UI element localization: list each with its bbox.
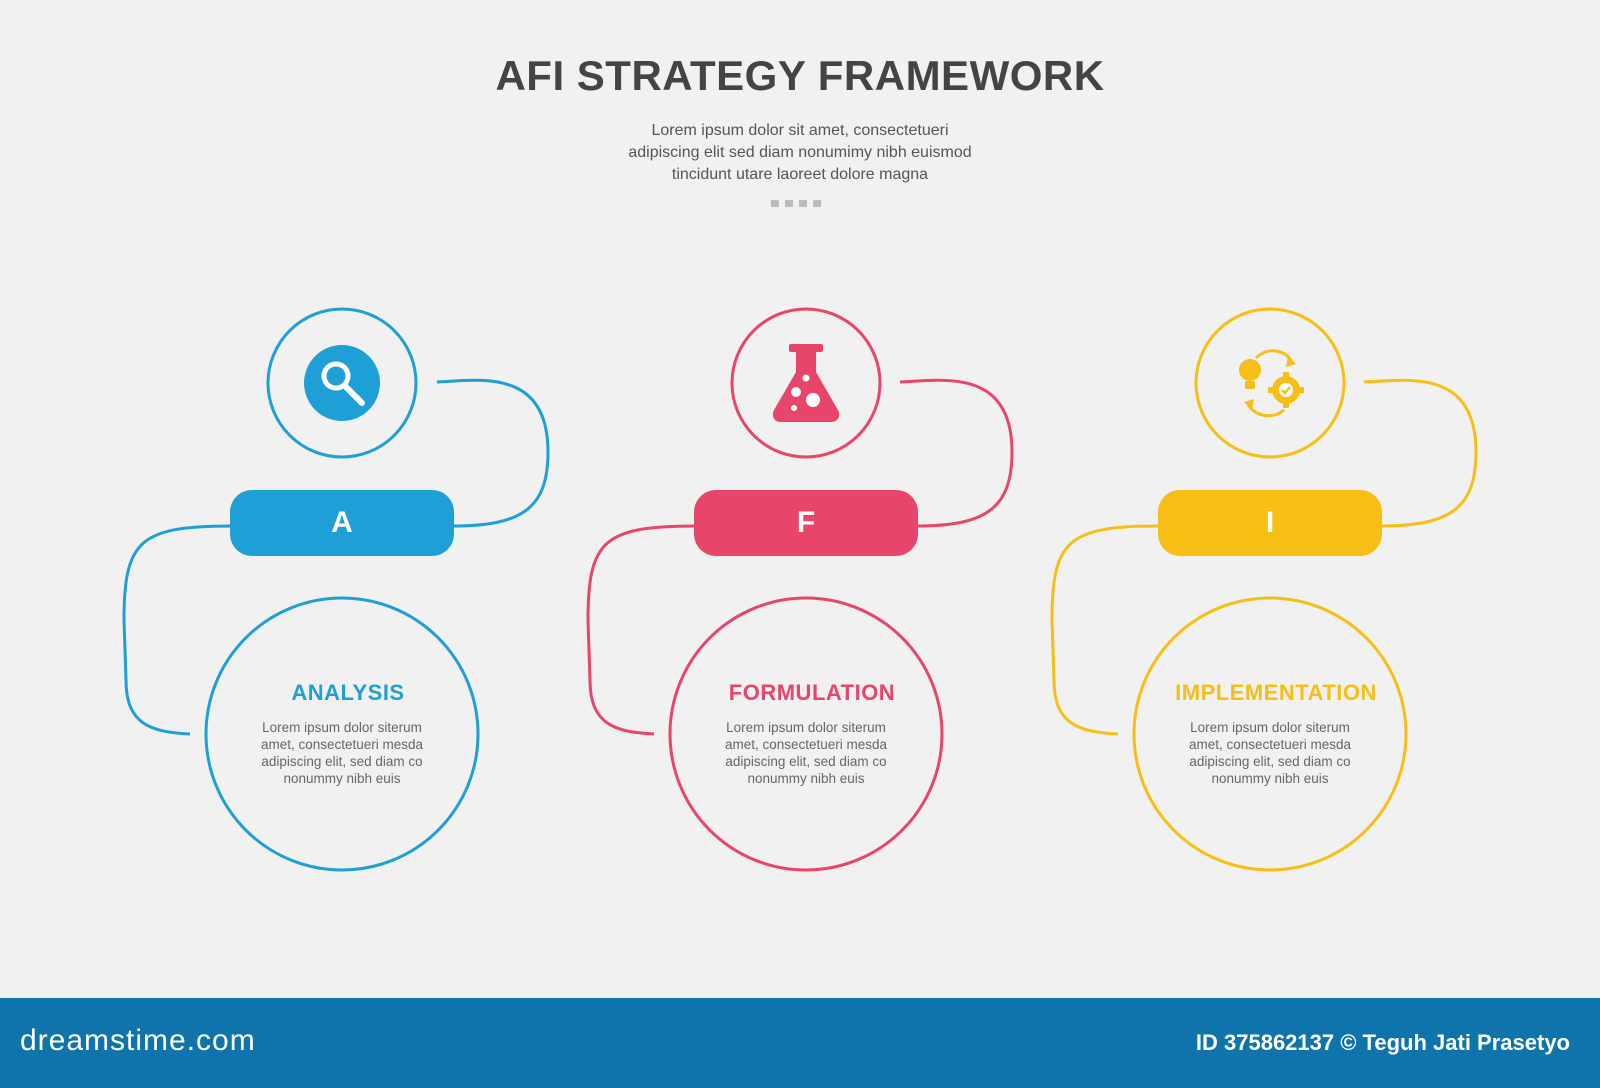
desc-line: Lorem ipsum dolor siterum: [726, 720, 886, 735]
separator-dot: [785, 200, 793, 207]
step-i-connector-left: [1050, 524, 1161, 736]
step-a-description: Lorem ipsum dolor siterum amet, consecte…: [222, 719, 462, 787]
desc-line: Lorem ipsum dolor siterum: [1190, 720, 1350, 735]
separator-dot: [799, 200, 807, 207]
framework-diagram: [122, 307, 1478, 872]
step-a-title: ANALYSIS: [291, 680, 405, 705]
subtitle-line: tincidunt utare laoreet dolore magna: [671, 166, 929, 183]
step-f-letter: F: [796, 506, 816, 539]
step-a-graphic: [122, 307, 550, 872]
idea-gear-cycle-icon: [1239, 349, 1304, 418]
step-f-connector-top: [899, 378, 1014, 528]
desc-line: nonummy nibh euis: [1211, 771, 1329, 786]
separator-dot: [771, 200, 779, 207]
step-i-letter: I: [1265, 506, 1275, 539]
step-f-letter-pill: F: [694, 490, 918, 556]
step-f-description: Lorem ipsum dolor siterum amet, consecte…: [686, 719, 926, 787]
step-a-letter: A: [331, 506, 353, 539]
step-a-connector-left: [122, 524, 233, 736]
separator-dot: [813, 200, 821, 207]
step-i-graphic: [1050, 307, 1478, 872]
desc-line: adipiscing elit, sed diam co: [261, 754, 423, 769]
step-i-title: IMPLEMENTATION: [1175, 680, 1377, 705]
step-f-connector-left: [586, 524, 697, 736]
step-a-content-circle: [204, 596, 480, 872]
desc-line: amet, consectetueri mesda: [260, 737, 424, 752]
page-title: AFI STRATEGY FRAMEWORK: [495, 52, 1105, 99]
step-i-icon-ring: [1194, 307, 1346, 459]
desc-line: amet, consectetueri mesda: [1188, 737, 1352, 752]
desc-line: adipiscing elit, sed diam co: [1189, 754, 1351, 769]
desc-line: nonummy nibh euis: [283, 771, 401, 786]
desc-line: nonummy nibh euis: [747, 771, 865, 786]
step-f-title: FORMULATION: [728, 680, 896, 705]
desc-line: Lorem ipsum dolor siterum: [262, 720, 422, 735]
subtitle-line: adipiscing elit sed diam nonumimy nibh e…: [628, 144, 972, 161]
step-i-letter-pill: I: [1158, 490, 1382, 556]
step-a-icon-ring: [266, 307, 418, 459]
step-i-description: Lorem ipsum dolor siterum amet, consecte…: [1150, 719, 1390, 787]
magnifier-icon: [304, 345, 380, 421]
step-i-connector-top: [1363, 378, 1478, 528]
step-a-letter-pill: A: [230, 490, 454, 556]
footer-bar: dreamstime.com ID 375862137 © Teguh Jati…: [0, 998, 1600, 1088]
flask-icon: [772, 344, 840, 422]
page-subtitle: Lorem ipsum dolor sit amet, consectetuer…: [500, 120, 1100, 186]
separator-dots: [771, 200, 821, 207]
desc-line: adipiscing elit, sed diam co: [725, 754, 887, 769]
step-f-graphic: [586, 307, 1014, 872]
footer-brand: dreamstime.com: [20, 1024, 256, 1057]
step-a-connector-top: [436, 378, 550, 528]
desc-line: amet, consectetueri mesda: [724, 737, 888, 752]
step-f-content-circle: [668, 596, 944, 872]
footer-credit: ID 375862137 © Teguh Jati Prasetyo: [1195, 1030, 1570, 1055]
step-i-content-circle: [1132, 596, 1408, 872]
subtitle-line: Lorem ipsum dolor sit amet, consectetuer…: [651, 122, 949, 139]
step-f-icon-ring: [730, 307, 882, 459]
